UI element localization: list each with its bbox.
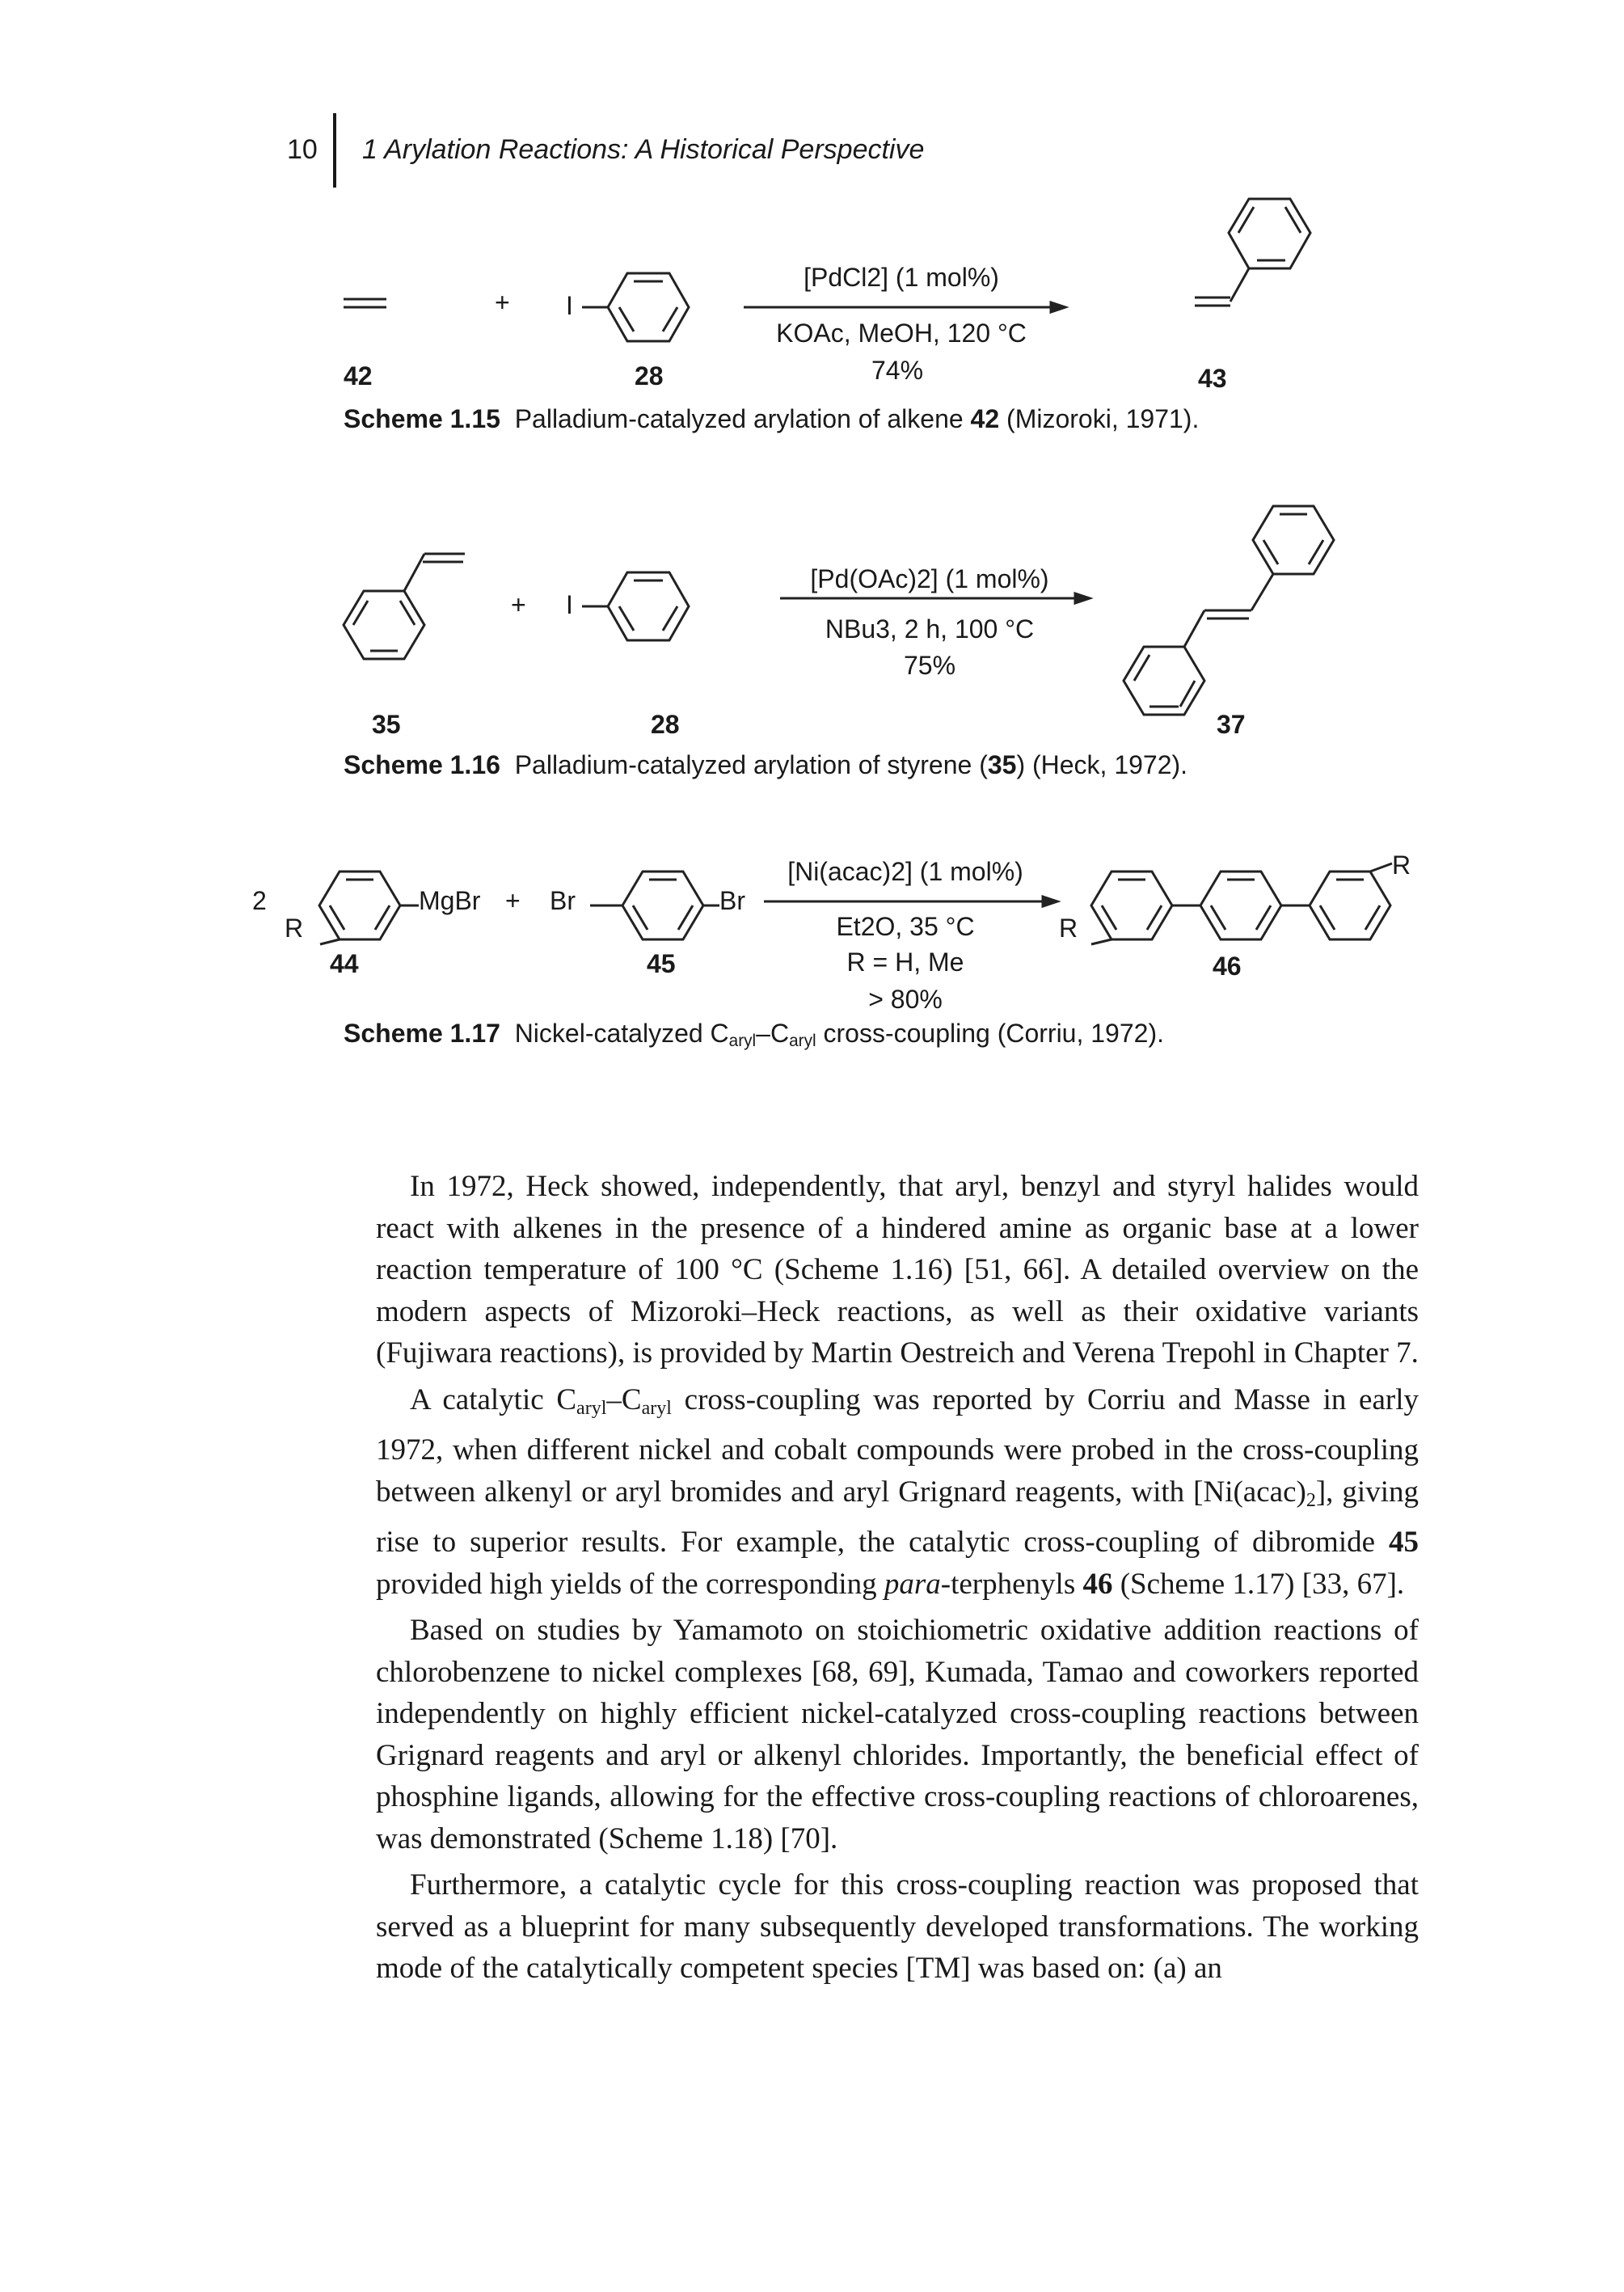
caption-tail: ) (Heck, 1972). bbox=[1016, 750, 1188, 779]
yield-label: > 80% bbox=[868, 985, 943, 1014]
compound-label-28: 28 bbox=[651, 710, 680, 739]
caption-text: Palladium-catalyzed arylation of styrene… bbox=[514, 750, 988, 779]
p2-italic: para bbox=[884, 1567, 941, 1601]
page-number: 10 bbox=[287, 134, 318, 165]
running-title: 1 Arylation Reactions: A Historical Pers… bbox=[362, 134, 925, 165]
styrene-product-structure bbox=[1195, 197, 1312, 307]
plus-sign: + bbox=[505, 886, 521, 915]
caption-label: Scheme 1.16 bbox=[344, 750, 500, 779]
caption-dash: –C bbox=[756, 1019, 790, 1048]
reaction-arrow bbox=[764, 894, 1061, 909]
p2-sub1: aryl bbox=[576, 1397, 607, 1419]
r-definition-label: R = H, Me bbox=[846, 948, 964, 977]
conditions-label: Et2O, 35 °C bbox=[836, 912, 975, 941]
conditions-label: KOAc, MeOH, 120 °C bbox=[776, 319, 1027, 348]
iodobenzene-structure bbox=[582, 272, 690, 343]
p2-sub3: 2 bbox=[1306, 1489, 1316, 1511]
compound-label-35: 35 bbox=[372, 710, 401, 739]
reaction-arrow bbox=[744, 300, 1069, 314]
caption-bold: 42 bbox=[970, 404, 1000, 433]
p2-b: –C bbox=[606, 1382, 642, 1416]
reaction-arrow bbox=[780, 591, 1094, 606]
iodo-label: I bbox=[566, 590, 573, 619]
p2-c: cross-coupling was reported by Corriu an… bbox=[376, 1382, 1419, 1509]
catalyst-label: [Pd(OAc)2] (1 mol%) bbox=[810, 564, 1049, 593]
stilbene-product-structure bbox=[1122, 504, 1335, 716]
scheme-1-17-structures bbox=[318, 862, 1393, 946]
scheme-caption: Scheme 1.16 Palladium-catalyzed arylatio… bbox=[344, 750, 1187, 780]
compound-label-28: 28 bbox=[635, 361, 664, 390]
p2-f: -terphenyls bbox=[940, 1567, 1083, 1601]
catalyst-label: [Ni(acac)2] (1 mol%) bbox=[787, 857, 1023, 886]
styrene-structure bbox=[342, 552, 465, 661]
caption-text: Palladium-catalyzed arylation of alkene bbox=[514, 404, 964, 433]
compound-label-46: 46 bbox=[1213, 952, 1242, 981]
r-label: R bbox=[285, 914, 304, 943]
p2-e: provided high yields of the correspondin… bbox=[376, 1567, 884, 1601]
mgbr-label: MgBr bbox=[419, 886, 481, 915]
stoichiometry-label: 2 bbox=[252, 886, 267, 915]
catalyst-label: [PdCl2] (1 mol%) bbox=[804, 263, 999, 292]
scheme-caption: Scheme 1.17 Nickel-catalyzed Caryl–Caryl… bbox=[344, 1019, 1164, 1051]
plus-sign: + bbox=[511, 590, 526, 619]
body-text: In 1972, Heck showed, independently, tha… bbox=[376, 1166, 1419, 1990]
caption-sub-1: aryl bbox=[728, 1032, 757, 1051]
scheme-1-16-structures bbox=[342, 504, 1335, 716]
compound-label-44: 44 bbox=[330, 949, 359, 978]
caption-label: Scheme 1.17 bbox=[344, 1019, 500, 1048]
yield-label: 75% bbox=[903, 651, 956, 680]
aryl-grignard-structure bbox=[318, 870, 419, 946]
yield-label: 74% bbox=[871, 356, 924, 385]
caption-bold: 35 bbox=[987, 750, 1017, 779]
plus-sign: + bbox=[495, 288, 510, 317]
p2-sub2: aryl bbox=[641, 1397, 672, 1419]
scheme-1-15-structures bbox=[344, 197, 1312, 343]
compound-label-45: 45 bbox=[647, 949, 676, 978]
compound-label-43: 43 bbox=[1198, 364, 1227, 393]
compound-label-42: 42 bbox=[344, 361, 373, 390]
p2-g: (Scheme 1.17) [33, 67]. bbox=[1112, 1567, 1405, 1601]
header-rule bbox=[333, 113, 336, 188]
paragraph-3: Based on studies by Yamamoto on stoichio… bbox=[376, 1614, 1419, 1855]
conditions-label: NBu3, 2 h, 100 °C bbox=[825, 614, 1035, 644]
p2-a: A catalytic C bbox=[410, 1382, 577, 1416]
iodo-label: I bbox=[566, 291, 573, 320]
compound-label-37: 37 bbox=[1217, 710, 1246, 739]
terphenyl-product-structure bbox=[1090, 862, 1393, 946]
p2-bold1: 45 bbox=[1389, 1526, 1419, 1559]
caption-tail: cross-coupling (Corriu, 1972). bbox=[823, 1019, 1164, 1048]
iodobenzene-structure bbox=[582, 571, 690, 642]
ethylene-structure bbox=[344, 298, 386, 309]
dibromobenzene-structure bbox=[590, 870, 719, 941]
caption-text-1: Nickel-catalyzed C bbox=[514, 1019, 729, 1048]
caption-label: Scheme 1.15 bbox=[344, 404, 500, 433]
product-r-left-label: R bbox=[1059, 914, 1078, 943]
caption-sub-2: aryl bbox=[789, 1032, 816, 1051]
p2-bold2: 46 bbox=[1082, 1567, 1113, 1601]
paragraph-1: In 1972, Heck showed, independently, tha… bbox=[376, 1170, 1419, 1370]
p2-d: ], giving rise to superior results. For … bbox=[376, 1475, 1419, 1560]
br-left-label: Br bbox=[550, 886, 576, 915]
product-r-right-label: R bbox=[1392, 851, 1411, 880]
paragraph-2: A catalytic Caryl–Caryl cross-coupling w… bbox=[376, 1379, 1419, 1606]
scheme-caption: Scheme 1.15 Palladium-catalyzed arylatio… bbox=[344, 404, 1199, 434]
caption-tail: (Mizoroki, 1971). bbox=[1006, 404, 1200, 433]
br-right-label: Br bbox=[719, 886, 745, 915]
paragraph-4: Furthermore, a catalytic cycle for this … bbox=[376, 1868, 1419, 1985]
